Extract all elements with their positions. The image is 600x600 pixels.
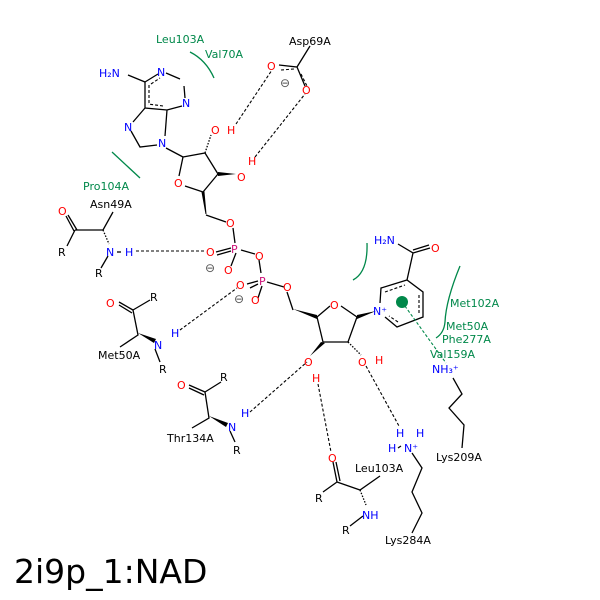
hydrophobic-label-pro104: Pro104A [83,180,129,193]
atom-o: O [267,60,276,73]
residue-label-leu103: Leu103A [355,462,404,475]
negative-charge-icon: ⊖ [280,76,290,90]
atom-o: O [106,297,115,310]
atom-p: P [259,275,266,288]
atom-r: R [233,444,241,457]
adenine-ring [127,72,186,158]
atom-h: H [396,427,404,440]
residue-thr134 [188,381,236,443]
residue-asp69 [278,45,311,87]
atom-o: O [302,84,311,97]
atom-h: H [312,372,320,385]
atom-o: O [251,294,260,307]
atom-n: N [157,66,165,79]
atom-h: H [375,354,383,367]
atom-p: P [231,243,238,256]
atom-n: N [228,421,236,434]
residue-label-met50: Met50A [98,349,141,362]
atom-h: H [125,246,133,259]
hydrophobic-label-val70: Val70A [205,48,243,61]
amine-label: H₂N [99,67,120,80]
atom-o: O [237,171,246,184]
hydrophobic-label-val159: Val159A [430,348,475,361]
diagram-title: 2i9p_1:NAD [14,552,208,591]
atom-o: O [174,177,183,190]
hydrophobic-label-met50: Met50A [446,320,489,333]
atom-n: N [124,121,132,134]
atom-r: R [95,267,103,280]
atom-o: O [358,356,367,369]
amide-nh2: H₂N [374,234,395,247]
hydrophobic-label-phe277: Phe277A [442,333,491,346]
atom-r: R [58,246,66,259]
atom-r: R [315,492,323,505]
residue-lys284 [397,445,423,534]
atom-o: O [224,264,233,277]
atom-o: O [226,217,235,230]
pyridinium-n: N⁺ [373,305,387,318]
hydrophobic-contacts [111,51,461,339]
hydrophobic-label-met102: Met102A [450,297,500,310]
residue-label-lys284: Lys284A [385,534,431,547]
atom-r: R [150,291,158,304]
atom-o: O [58,205,67,218]
amide-nh: NH [362,509,379,522]
residue-lys209 [448,377,465,449]
atom-o: O [283,281,292,294]
ribose-1 [178,134,236,244]
atom-o: O [304,356,313,369]
residue-label-lys209: Lys209A [436,451,482,464]
residue-label-asn49: Asn49A [90,198,132,211]
atom-o: O [431,242,440,255]
atom-h: H [171,327,179,340]
atom-r: R [220,371,228,384]
residue-leu103 [322,461,381,527]
atom-o: O [330,299,339,312]
atom-o: O [236,279,245,292]
atom-o: O [255,250,264,263]
residue-met50 [118,299,161,363]
atom-r: R [342,524,350,537]
hydrophobic-label-leu103: Leu103A [156,33,205,46]
ammonium-nh3: NH₃⁺ [432,363,459,376]
atom-o: O [206,246,215,259]
atom-o: O [177,379,186,392]
atom-o: O [211,124,220,137]
diphosphate [215,247,285,299]
atom-h: H [388,442,396,455]
atom-h: H [248,155,256,168]
atom-n: N [106,246,114,259]
atom-r: R [159,363,167,376]
nicotinamide-ring [379,243,431,328]
negative-charge-icon: ⊖ [234,292,244,306]
residue-asn49 [65,211,114,269]
atom-h: H [241,407,249,420]
residue-label-asp69: Asp69A [289,35,331,48]
atom-h: H [227,124,235,137]
atom-n: N [158,137,166,150]
ammonium-n: N⁺ [404,442,418,455]
residue-label-thr134: Thr134A [166,432,214,445]
hydrogen-bonds [136,69,447,453]
atom-h: H [416,427,424,440]
negative-charge-icon: ⊖ [205,261,215,275]
atom-o: O [328,452,337,465]
ribose-2 [286,291,376,356]
atom-n: N [182,97,190,110]
atom-n: N [154,339,162,352]
